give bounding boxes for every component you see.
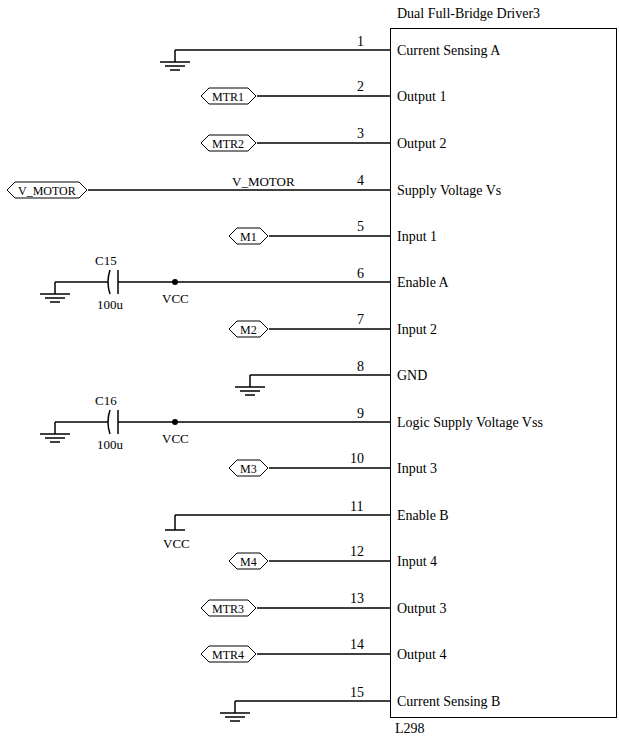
pin-number: 5 [357, 218, 364, 236]
pin-number: 8 [357, 358, 364, 376]
net-label: MTR3 [200, 599, 257, 617]
net-name: M1 [228, 228, 269, 246]
net-label: V_MOTOR [6, 181, 88, 199]
pin-wire [269, 235, 390, 237]
pin-name: Input 1 [397, 228, 437, 246]
pin-wire [269, 560, 390, 562]
ic-part-number: L298 [395, 720, 425, 738]
pin-number: 3 [357, 125, 364, 143]
pin-name: Output 1 [397, 88, 446, 106]
net-name: M2 [228, 321, 269, 339]
pin-number: 10 [350, 450, 364, 468]
pin-name: Enable B [397, 507, 449, 525]
pin-name: Current Sensing A [397, 42, 500, 60]
net-or-part-label: VCC [162, 290, 189, 308]
net-or-part-label: VCC [162, 430, 189, 448]
net-label: MTR1 [200, 87, 257, 105]
net-name: M3 [228, 460, 269, 478]
pin-name: Output 3 [397, 600, 446, 618]
net-name: MTR3 [200, 600, 256, 618]
pin-number: 1 [357, 33, 364, 51]
pin-number: 6 [357, 265, 364, 283]
net-name: M4 [228, 553, 269, 571]
pin-number: 12 [350, 543, 364, 561]
pin-number: 2 [357, 78, 364, 96]
pin-name: GND [397, 367, 427, 385]
pin-name: Output 2 [397, 135, 446, 153]
net-name: MTR4 [200, 646, 256, 664]
net-name: V_MOTOR [6, 182, 88, 200]
pin-wire [269, 328, 390, 330]
net-label: M1 [228, 227, 269, 245]
pin-name: Logic Supply Voltage Vss [397, 414, 543, 432]
pin-wire [88, 189, 390, 191]
net-or-part-label: C16 [95, 392, 117, 410]
pin-wire [257, 95, 390, 97]
pin-number: 7 [357, 311, 364, 329]
net-or-part-label: C15 [95, 252, 117, 270]
pin-name: Input 2 [397, 321, 437, 339]
net-label: MTR2 [200, 134, 257, 152]
pin-number: 15 [350, 684, 364, 702]
pin-number: 13 [350, 590, 364, 608]
net-name: MTR2 [200, 135, 256, 153]
ic-title: Dual Full-Bridge Driver3 [397, 5, 540, 23]
net-name: MTR1 [200, 88, 256, 106]
net-or-part-label: 100u [97, 436, 123, 454]
pin-number: 4 [357, 172, 364, 190]
ic-body: Dual Full-Bridge Driver3Current Sensing … [390, 28, 617, 718]
pin-name: Output 4 [397, 646, 446, 664]
pin-name: Supply Voltage Vs [397, 182, 501, 200]
pin-name: Input 4 [397, 553, 437, 571]
pin-wire [269, 467, 390, 469]
net-or-part-label: VCC [163, 535, 190, 553]
pin-wire [257, 607, 390, 609]
pin-number: 9 [357, 405, 364, 423]
pin-name: Input 3 [397, 460, 437, 478]
pin-wire [257, 653, 390, 655]
net-label: MTR4 [200, 645, 257, 663]
net-or-part-label: 100u [97, 296, 123, 314]
pin-wire [257, 142, 390, 144]
pin-number: 11 [350, 498, 363, 516]
pin-name: Current Sensing B [397, 693, 500, 711]
pin-number: 14 [350, 636, 364, 654]
net-label: M3 [228, 459, 269, 477]
net-or-part-label: V_MOTOR [232, 173, 295, 191]
net-label: M4 [228, 552, 269, 570]
net-label: M2 [228, 320, 269, 338]
pin-name: Enable A [397, 274, 449, 292]
